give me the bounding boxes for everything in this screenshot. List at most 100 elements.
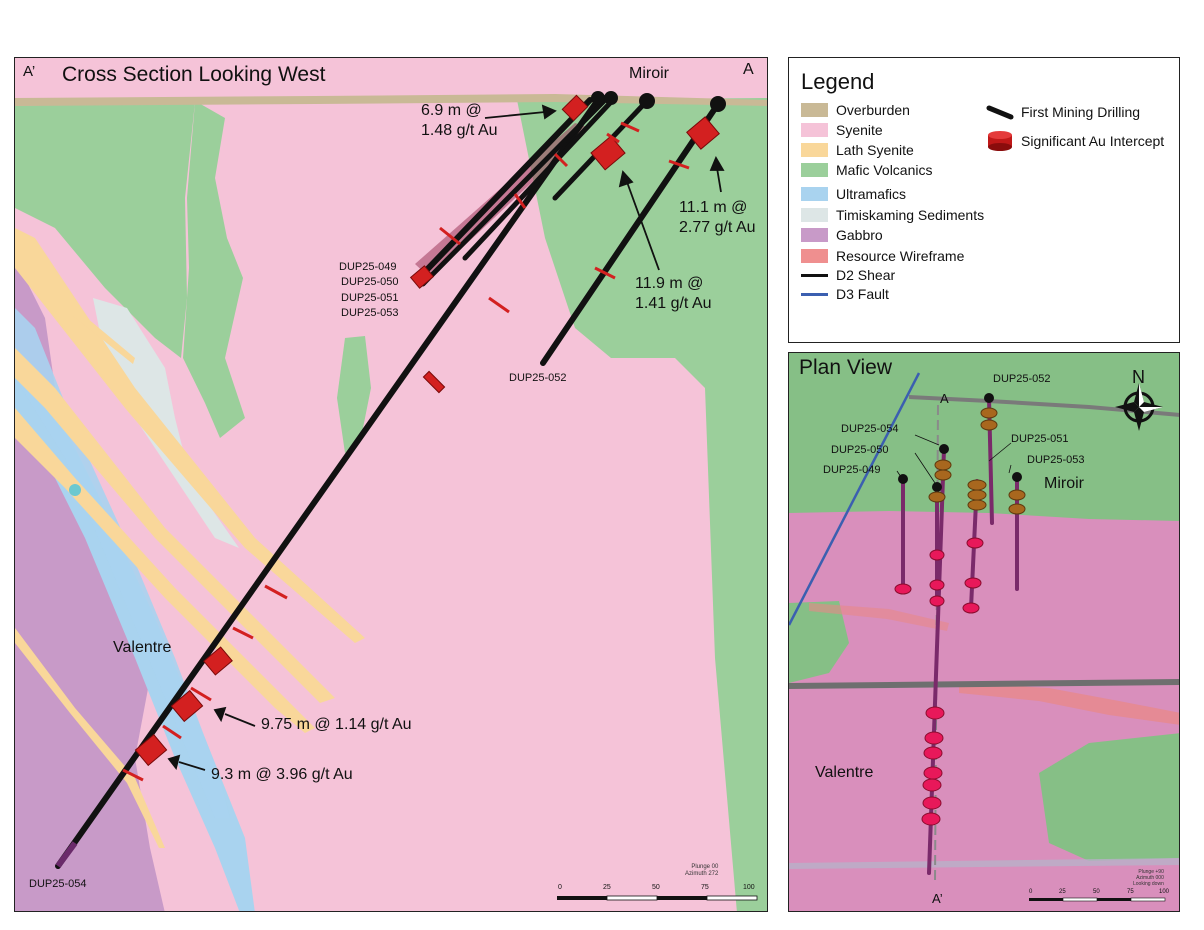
plan-wireframe bbox=[959, 683, 1179, 725]
leader bbox=[988, 442, 1012, 462]
intercept-block bbox=[422, 370, 446, 394]
intercept-tick bbox=[594, 266, 616, 280]
intercept-tick bbox=[668, 159, 690, 170]
plan-leaders bbox=[896, 434, 1012, 484]
plan-hole-label: DUP25-050 bbox=[831, 444, 889, 456]
mafic-volcanics-left bbox=[15, 98, 245, 438]
intercept-disc bbox=[1008, 489, 1026, 501]
intercept-label-4: 9.75 m @ 1.14 g/t Au bbox=[261, 716, 412, 733]
plan-title: Plan View bbox=[799, 356, 893, 379]
plan-collar bbox=[932, 482, 942, 492]
plan-d3-fault bbox=[789, 372, 921, 626]
legend-item-resource-wireframe: Resource Wireframe bbox=[801, 248, 964, 264]
intercept-disc bbox=[934, 459, 952, 471]
plan-hole-label: DUP25-053 bbox=[1027, 454, 1085, 466]
intercept-disc bbox=[929, 579, 945, 591]
collar bbox=[604, 91, 618, 105]
drill-trace-051 bbox=[462, 99, 614, 261]
plan-view-map: Plan View N A A’ Miroir Valentre DUP25-0… bbox=[788, 352, 1180, 912]
plan-mafic-north bbox=[789, 353, 1179, 521]
intercept-tick bbox=[553, 152, 569, 168]
intercept-tick bbox=[162, 724, 182, 740]
intercept-tick bbox=[439, 226, 461, 246]
plan-place-valentre: Valentre bbox=[815, 764, 874, 781]
plan-scale-bar bbox=[1029, 897, 1166, 902]
mafic-volcanics-left-lobe bbox=[15, 102, 195, 358]
north-label: N bbox=[1132, 367, 1145, 387]
scale-tick: 75 bbox=[701, 884, 709, 891]
intercept-disc bbox=[924, 731, 944, 745]
arrow bbox=[716, 167, 722, 193]
intercept-block bbox=[590, 135, 626, 171]
hole-label: DUP25-054 bbox=[29, 878, 87, 890]
lath-syenite-dyke-3 bbox=[15, 408, 315, 733]
legend-item-d3-fault: D3 Fault bbox=[801, 286, 889, 302]
legend-panel: Legend Overburden Syenite Lath Syenite M… bbox=[788, 57, 1180, 343]
intercepts bbox=[134, 94, 720, 767]
plan-intercepts-green bbox=[928, 407, 1026, 515]
intercept-tick bbox=[620, 121, 640, 133]
legend-item-d2-shear: D2 Shear bbox=[801, 267, 895, 283]
legend-line-swatch bbox=[801, 273, 828, 277]
legend-item-ultramafics: Ultramafics bbox=[801, 186, 906, 202]
plan-scale-tick: 100 bbox=[1159, 889, 1170, 895]
arrow bbox=[178, 761, 206, 771]
intercept-disc bbox=[928, 491, 946, 503]
plan-mafic-south bbox=[1039, 733, 1179, 861]
overburden bbox=[15, 94, 767, 106]
hole-label: DUP25-052 bbox=[509, 372, 567, 384]
hole-label: DUP25-051 bbox=[341, 292, 399, 304]
drill-trace-050 bbox=[420, 97, 608, 287]
intercept-disc bbox=[962, 602, 980, 614]
intercept-block bbox=[203, 646, 233, 676]
intercept-disc bbox=[894, 583, 912, 595]
place-label-valentre: Valentre bbox=[113, 639, 172, 656]
plan-place-miroir: Miroir bbox=[1044, 475, 1084, 492]
collar bbox=[710, 96, 726, 112]
drill-traces bbox=[55, 97, 721, 869]
hole-label: DUP25-053 bbox=[341, 307, 399, 319]
intercept-disc bbox=[980, 407, 998, 419]
lath-syenite-dyke-2 bbox=[15, 348, 335, 703]
intercept-disc bbox=[922, 778, 942, 792]
ultramafic-dot bbox=[69, 484, 81, 496]
plan-scale-tick: 0 bbox=[1029, 889, 1033, 895]
intercept-disc bbox=[967, 479, 987, 491]
scale-tick: 0 bbox=[558, 884, 562, 891]
plan-intercepts-pink bbox=[894, 537, 984, 826]
intercept-disc bbox=[929, 549, 945, 561]
arrow bbox=[484, 111, 546, 119]
arrow bbox=[224, 713, 256, 727]
intercept-disc bbox=[922, 796, 942, 810]
intercept-disc bbox=[964, 577, 982, 589]
plan-scale-tick: 75 bbox=[1127, 889, 1134, 895]
collar bbox=[639, 93, 655, 109]
legend-swatch bbox=[801, 249, 828, 263]
leader bbox=[914, 434, 940, 446]
leader bbox=[914, 452, 936, 484]
lath-syenite-dyke-1 bbox=[15, 228, 365, 643]
hole-label: DUP25-049 bbox=[339, 261, 397, 273]
collar bbox=[591, 91, 605, 105]
drill-trace-049 bbox=[414, 97, 593, 283]
intercept-ticks bbox=[122, 121, 690, 782]
section-title: Cross Section Looking West bbox=[62, 63, 326, 86]
drill-trace-052 bbox=[540, 101, 721, 366]
mafic-volcanics-right bbox=[517, 98, 767, 911]
cylinder-icon bbox=[988, 131, 1012, 151]
legend-swatch bbox=[801, 123, 828, 137]
intercept-block bbox=[686, 116, 720, 150]
plan-hole-label: DUP25-051 bbox=[1011, 433, 1069, 445]
leader bbox=[1008, 464, 1012, 474]
legend-swatch bbox=[801, 143, 828, 157]
plan-trace bbox=[987, 396, 994, 525]
drill-trace-054-tail bbox=[55, 841, 78, 868]
cross-section-canvas bbox=[15, 91, 767, 911]
plan-collar bbox=[898, 474, 908, 484]
intercept-tick bbox=[606, 132, 620, 144]
arrow-head bbox=[709, 155, 725, 171]
plan-collar bbox=[939, 444, 949, 454]
corner-label-a: A bbox=[743, 61, 754, 78]
plan-scale-tick: 50 bbox=[1093, 889, 1100, 895]
